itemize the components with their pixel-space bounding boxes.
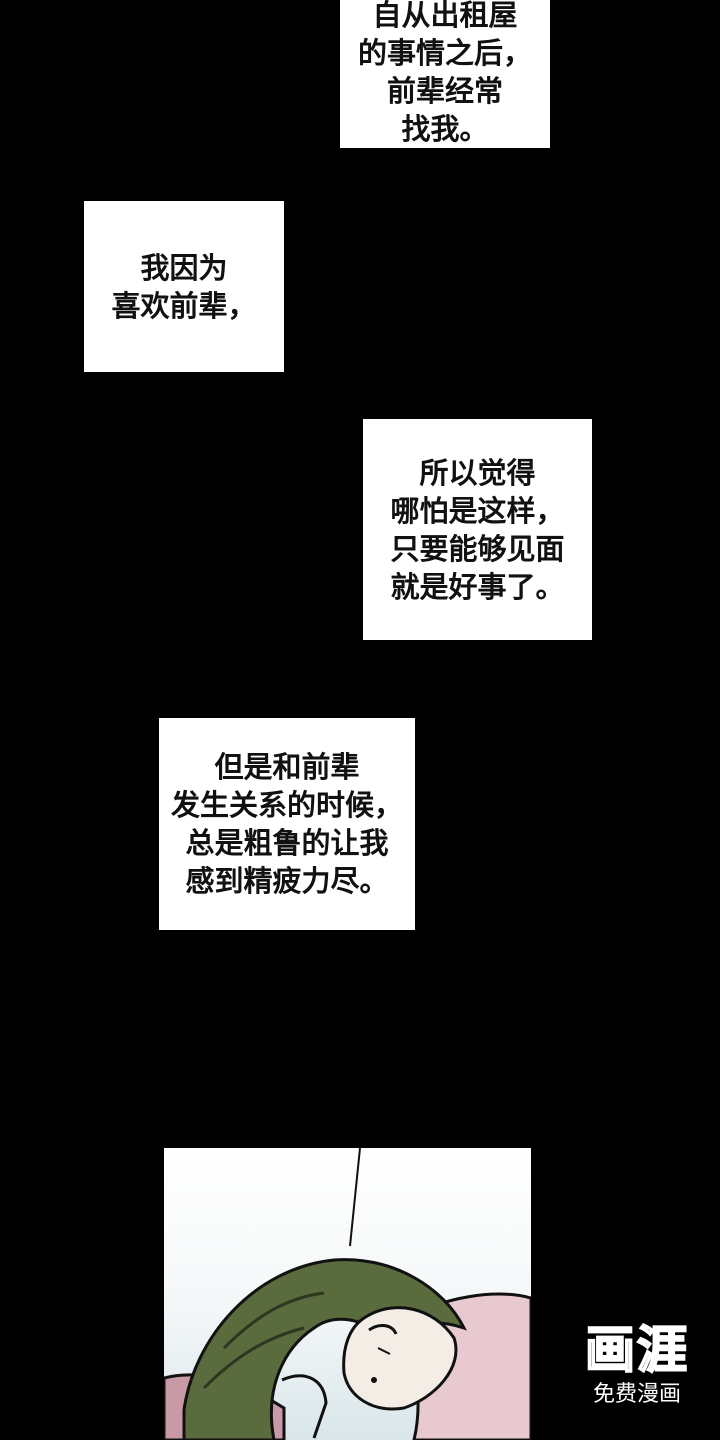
caption-box-4: 但是和前辈 发生关系的时候， 总是粗鲁的让我 感到精疲力尽。	[159, 718, 415, 930]
caption-line: 哪怕是这样，	[390, 493, 565, 528]
caption-line: 喜欢前辈，	[111, 288, 257, 323]
watermark-logo: 画涯	[584, 1321, 689, 1379]
caption-line: 就是好事了。	[390, 569, 565, 604]
caption-line: 总是粗鲁的让我	[185, 826, 389, 860]
caption-line: 发生关系的时候，	[171, 788, 404, 822]
watermark-subtitle: 免费漫画	[592, 1382, 681, 1407]
caption-line: 但是和前辈	[214, 750, 360, 784]
caption-line: 感到精疲力尽。	[185, 864, 389, 898]
caption-line: 自从出租屋	[372, 0, 518, 32]
caption-box-2: 我因为 喜欢前辈，	[84, 201, 284, 372]
caption-line: 前辈经常	[386, 74, 503, 108]
comic-panel	[164, 1148, 531, 1440]
watermark: 画涯 免费漫画	[574, 1321, 700, 1432]
caption-box-3: 所以觉得 哪怕是这样， 只要能够见面 就是好事了。	[363, 419, 592, 640]
caption-box-1: 自从出租屋 的事情之后， 前辈经常 找我。	[340, 0, 550, 148]
caption-line: 所以觉得	[419, 455, 536, 490]
caption-line: 只要能够见面	[390, 531, 565, 566]
comic-illustration	[164, 1148, 531, 1440]
caption-line: 的事情之后，	[358, 36, 533, 70]
caption-line: 我因为	[140, 250, 228, 285]
caption-line: 找我。	[401, 112, 489, 146]
